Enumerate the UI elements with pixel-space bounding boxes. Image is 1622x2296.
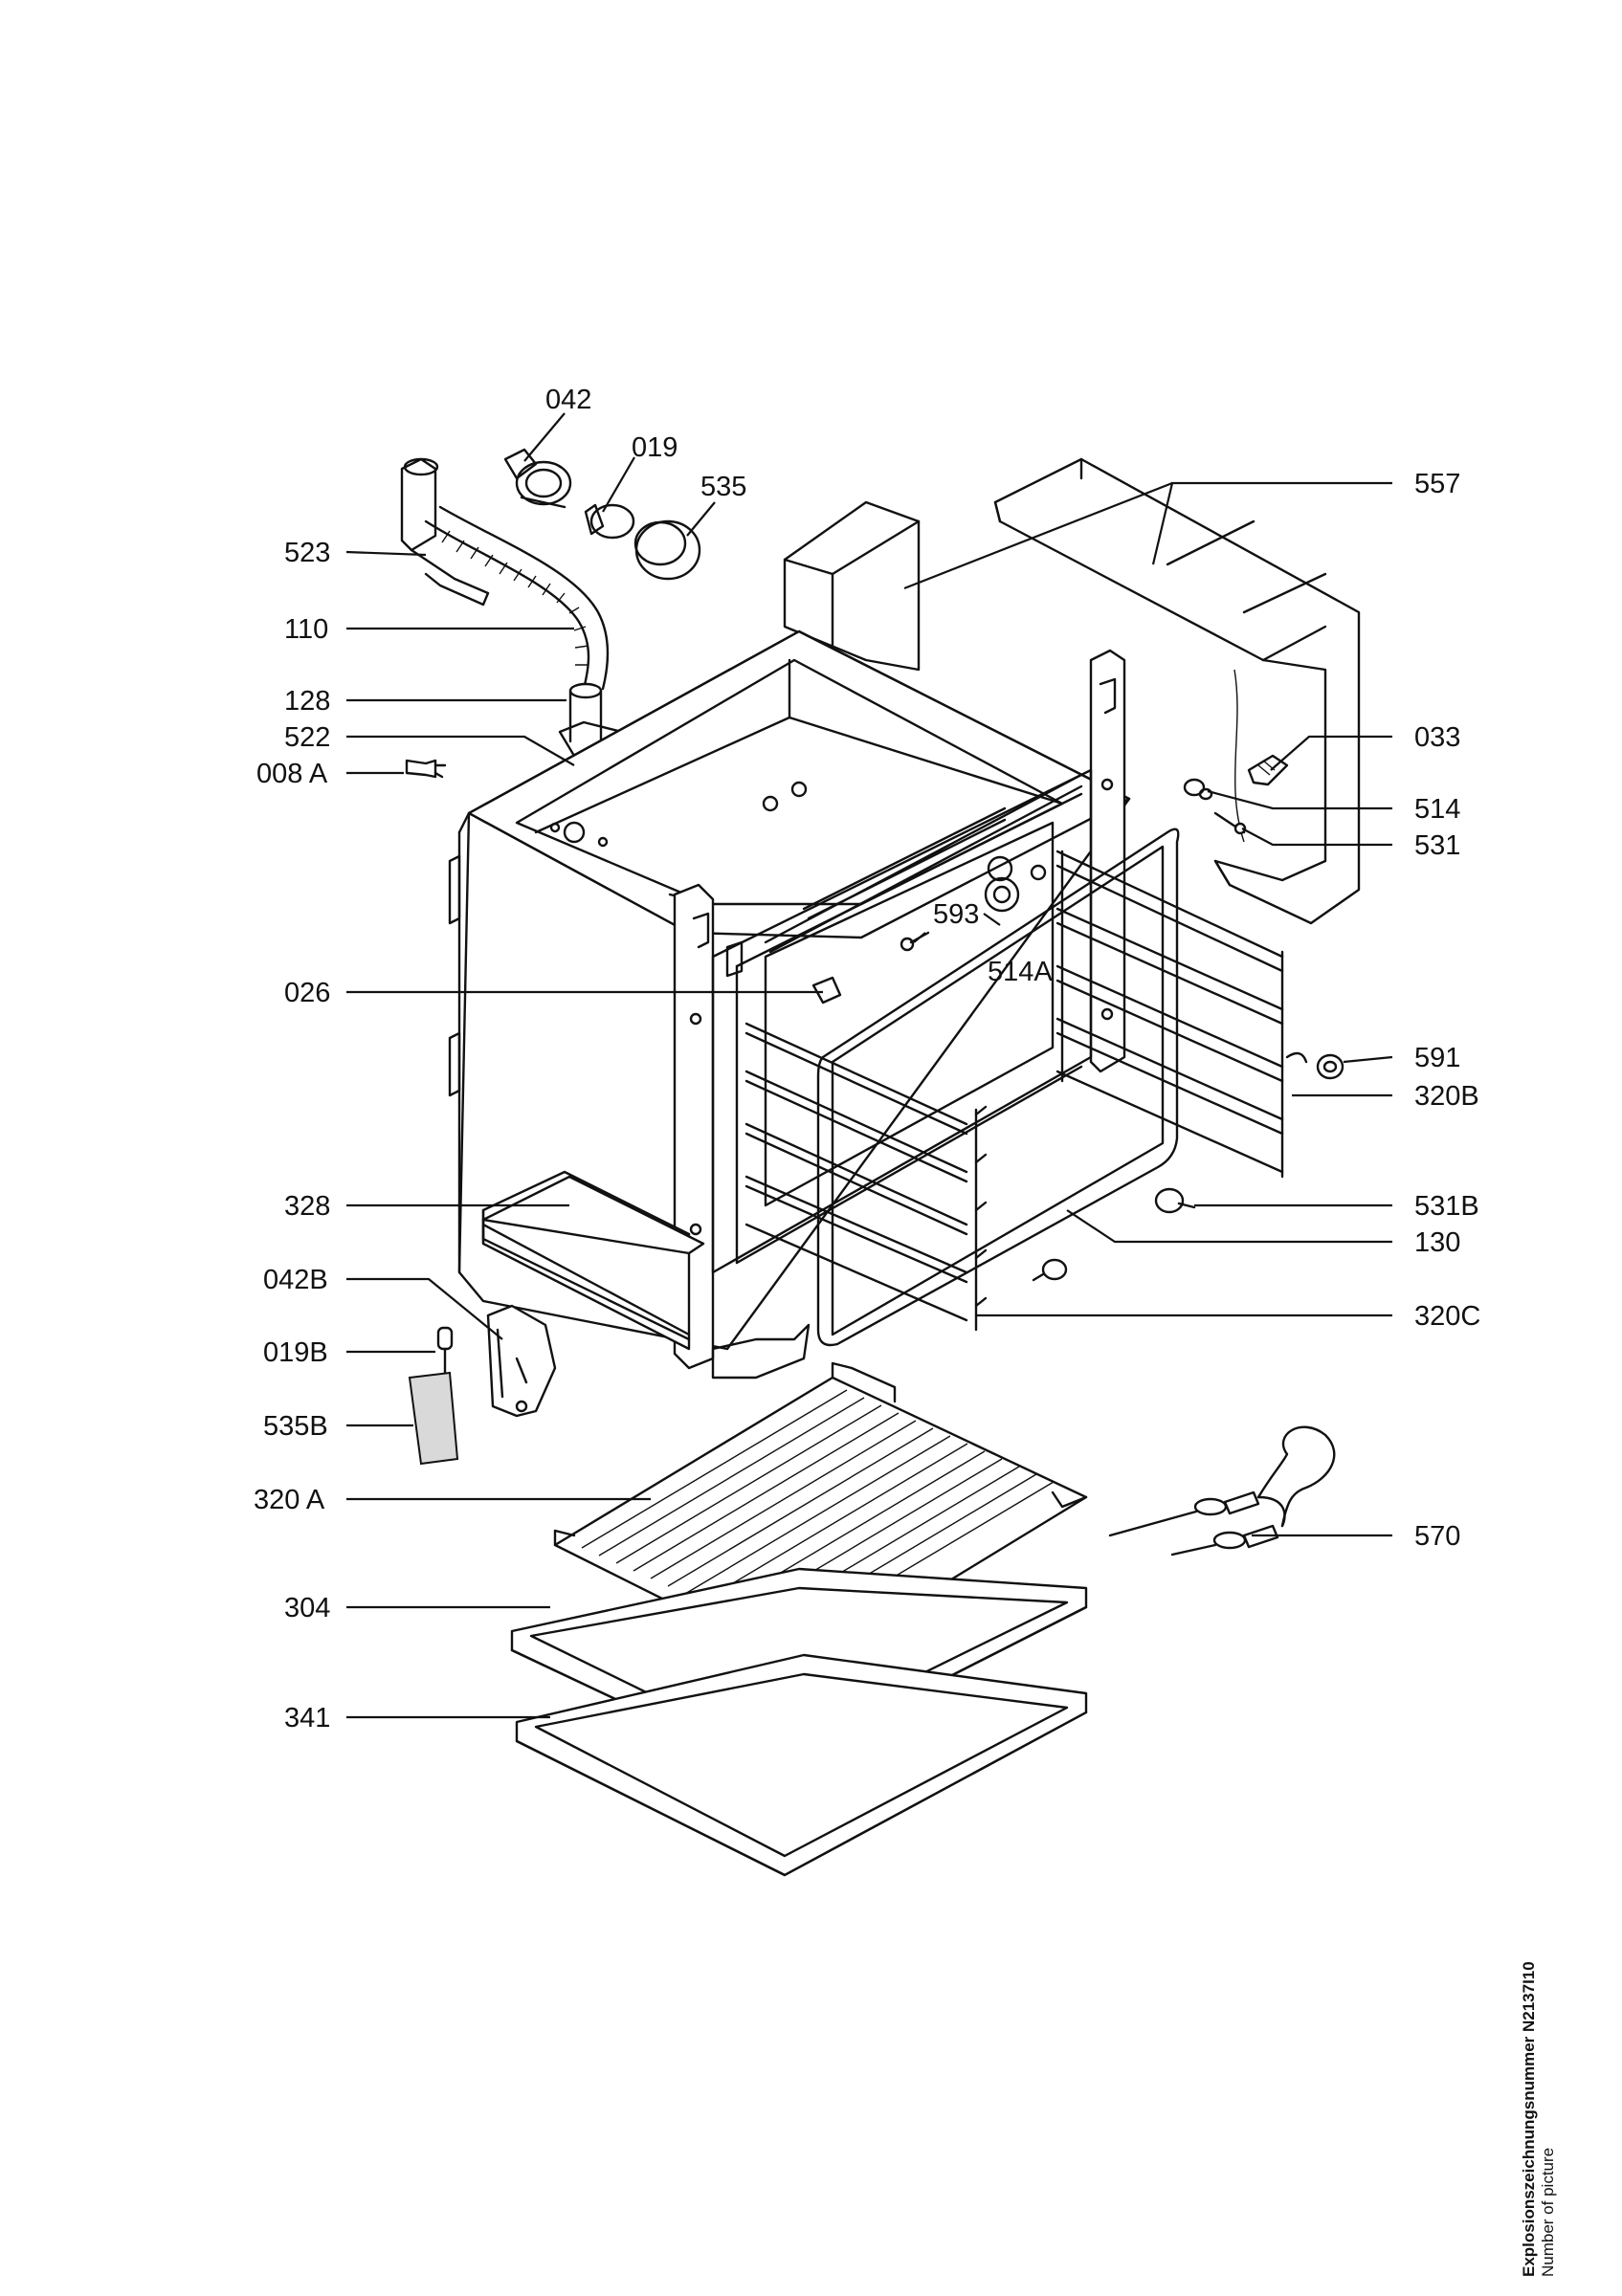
label-557: 557 — [1414, 469, 1460, 499]
side-rails-right — [1055, 850, 1308, 1179]
label-570: 570 — [1414, 1521, 1460, 1552]
label-026: 026 — [284, 978, 330, 1008]
leader-lines — [345, 412, 1393, 1719]
label-019: 019 — [632, 432, 678, 463]
label-320c: 320C — [1414, 1301, 1480, 1332]
label-535: 535 — [700, 472, 746, 502]
label-531: 531 — [1414, 830, 1460, 861]
label-341: 341 — [284, 1703, 330, 1733]
label-320a: 320 A — [254, 1485, 325, 1515]
lamp-socket — [503, 448, 572, 509]
label-033: 033 — [1414, 722, 1460, 753]
label-128: 128 — [284, 686, 330, 717]
part-labels: 042 019 535 557 523 110 128 522 008 A 03… — [254, 385, 1480, 1733]
label-130: 130 — [1414, 1227, 1460, 1258]
bottom-plate — [481, 1175, 705, 1341]
insulation-wrap-large — [993, 457, 1361, 925]
label-042: 042 — [545, 385, 591, 415]
caption-number-of-picture: Number of picture — [1539, 2147, 1557, 2277]
washer — [1316, 1053, 1344, 1080]
knob — [1183, 778, 1213, 801]
label-328: 328 — [284, 1191, 330, 1222]
steam-pipe-assembly — [400, 457, 610, 691]
clip — [405, 759, 447, 779]
thumb-screw-upper — [1154, 1187, 1196, 1214]
screw — [1213, 811, 1247, 835]
label-019b: 019B — [263, 1337, 328, 1368]
label-008a: 008 A — [256, 759, 328, 789]
caption-drawing-number: Explosionszeichnungsnummer N2137I10 — [1520, 1961, 1538, 2277]
deep-tray — [515, 1653, 1088, 1877]
label-593: 593 — [933, 899, 979, 930]
bulb — [584, 503, 635, 540]
label-320b: 320B — [1414, 1081, 1479, 1112]
label-535b: 535B — [263, 1411, 328, 1442]
thumb-screw-lower — [1032, 1258, 1068, 1282]
label-514a: 514A — [988, 957, 1053, 987]
insulation-block-small — [783, 500, 921, 672]
label-523: 523 — [284, 538, 330, 568]
label-110: 110 — [284, 614, 328, 645]
picture-number-caption: Explosionszeichnungsnummer N2137I10 Numb… — [1520, 1961, 1558, 2277]
label-304: 304 — [284, 1593, 330, 1623]
label-522: 522 — [284, 722, 330, 753]
side-lamp-bulb — [436, 1326, 454, 1380]
label-042b: 042B — [263, 1265, 328, 1295]
side-lamp-cover — [408, 1371, 459, 1466]
oven-cavity — [448, 629, 1131, 1380]
side-lamp-housing — [486, 1304, 557, 1418]
shelf-runner-front — [816, 828, 1180, 1347]
label-514: 514 — [1414, 794, 1460, 825]
label-591: 591 — [1414, 1043, 1460, 1073]
label-531b: 531B — [1414, 1191, 1479, 1222]
lamp-cover — [633, 519, 701, 581]
